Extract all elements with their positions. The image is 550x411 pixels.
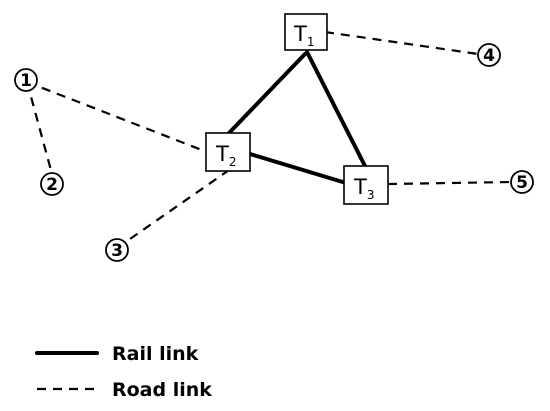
node-5-label: 5 <box>516 173 528 193</box>
rail-link-t2-t3 <box>248 152 348 185</box>
node-4: 4 <box>477 43 501 67</box>
road-link-n1-t2 <box>26 80 208 154</box>
node-2: 2 <box>40 172 64 196</box>
terminal-t2-subscript: 2 <box>229 155 237 169</box>
legend-rail-label: Rail link <box>112 343 199 365</box>
node-4-label: 4 <box>483 46 495 66</box>
terminal-t1-letter: T <box>293 22 307 46</box>
node-1: 1 <box>14 68 38 92</box>
terminal-t1-subscript: 1 <box>307 35 315 49</box>
terminal-t1: T1 <box>284 13 328 51</box>
legend-road-label: Road link <box>112 379 212 401</box>
node-2-label: 2 <box>46 175 58 195</box>
terminal-t3-subscript: 3 <box>367 188 375 202</box>
terminal-t2: T2 <box>205 132 251 172</box>
node-3-label: 3 <box>111 241 123 261</box>
road-link-n3-t2 <box>116 167 233 249</box>
node-3: 3 <box>105 238 129 262</box>
legend: Rail link Road link <box>35 343 212 401</box>
terminal-t2-letter: T <box>215 142 229 166</box>
road-link-n1-n2 <box>25 81 54 175</box>
node-5: 5 <box>510 170 534 194</box>
svg-text:T1: T1 <box>293 22 314 49</box>
road-link-t1-n4 <box>324 30 479 56</box>
svg-text:T2: T2 <box>215 142 236 169</box>
rail-link-t1-t2 <box>227 52 307 135</box>
terminal-t3-letter: T <box>353 175 367 199</box>
terminal-t3: T3 <box>343 165 389 205</box>
node-1-label: 1 <box>20 71 32 91</box>
rail-link-t1-t3 <box>305 50 367 168</box>
road-link-t3-n5 <box>387 180 513 186</box>
svg-text:T3: T3 <box>353 175 374 202</box>
